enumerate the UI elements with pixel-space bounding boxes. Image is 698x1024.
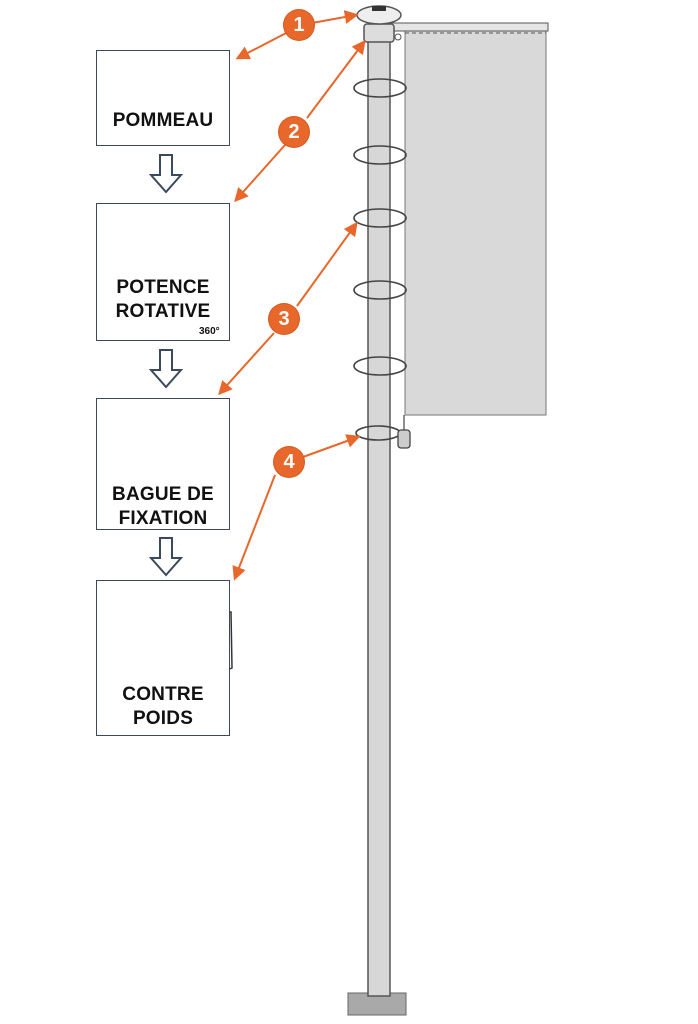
pole-ring: [353, 280, 407, 300]
pole-rings: [353, 78, 407, 376]
callout-arrow-2a: [234, 144, 286, 203]
callout-arrow-4b: [302, 434, 361, 458]
pole-ring: [353, 356, 407, 376]
callout-arrow-3a: [218, 332, 275, 396]
sleeve-clip: [394, 33, 402, 41]
callout-arrow-1b: [311, 10, 359, 24]
step-badge-3: 3: [269, 304, 299, 334]
card-bague-fixation: BAGUE DE FIXATION: [96, 398, 230, 530]
callout-arrow-1a: [235, 30, 291, 60]
card-pommeau: POMMEAU: [96, 50, 230, 146]
card-label-contre-poids: CONTRE POIDS: [122, 684, 204, 729]
step-badge-1: 1: [284, 10, 314, 40]
counterweight-clip: [397, 429, 411, 449]
card-contre-poids: CONTRE POIDS: [96, 580, 230, 736]
card-label-potence: POTENCE ROTATIVE: [115, 277, 211, 322]
card-label-pommeau: POMMEAU: [112, 110, 214, 131]
pole-ring: [353, 78, 407, 98]
banner-arm: [387, 22, 549, 32]
callout-arrow-4a: [232, 474, 276, 581]
rotating-sleeve: [363, 23, 395, 43]
down-arrow-icon: [148, 154, 184, 577]
card-potence-rotative: POTENCE ROTATIVE 360°: [96, 203, 230, 341]
pole-knob-neck: [372, 6, 386, 11]
callout-arrow-3b: [296, 221, 358, 307]
card-label-bague: BAGUE DE FIXATION: [112, 484, 214, 529]
banner-flag: [404, 27, 547, 416]
pole-ring: [353, 145, 407, 165]
rotation-degree: 360°: [199, 326, 220, 337]
callout-arrow-2b: [306, 39, 366, 119]
step-badge-2: 2: [279, 117, 309, 147]
pole: [367, 27, 391, 997]
pole-ring: [353, 208, 407, 228]
step-badge-4: 4: [274, 447, 304, 477]
